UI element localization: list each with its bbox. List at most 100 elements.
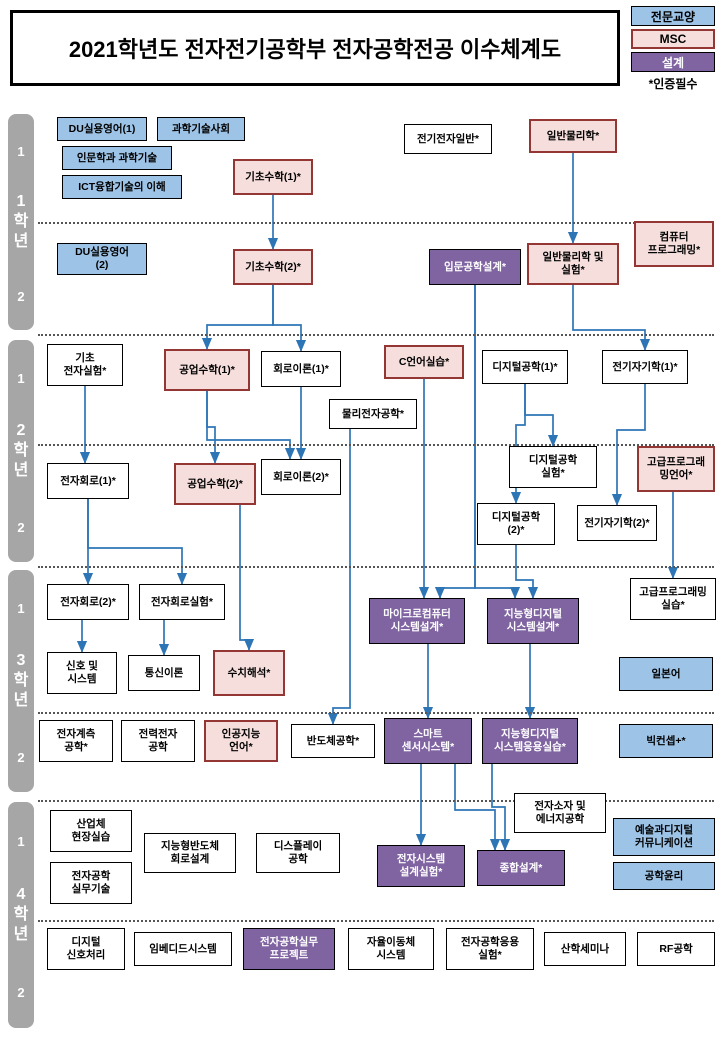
course-intel_prac: 지능형디지털 시스템응용실습* xyxy=(482,718,578,764)
course-seminar: 산학세미나 xyxy=(544,932,626,966)
course-circuit2: 회로이론(2)* xyxy=(261,459,341,495)
course-math1: 기초수학(1)* xyxy=(233,159,313,195)
course-phys_lab: 일반물리학 및 실험* xyxy=(527,243,619,285)
course-industry_intern: 산업체 현장실습 xyxy=(50,810,132,852)
course-digital_lab: 디지털공학 실험* xyxy=(509,446,597,488)
prereq-edge-digital1-digital_lab xyxy=(524,384,559,447)
course-digital1: 디지털공학(1)* xyxy=(482,350,568,384)
semester-divider xyxy=(38,222,714,224)
course-circuit1: 회로이론(1)* xyxy=(261,351,341,387)
course-comp_prog: 컴퓨터 프로그래밍* xyxy=(634,221,714,267)
page-title: 2021학년도 전자전기공학부 전자공학전공 이수체계도 xyxy=(68,37,562,62)
course-adv_prog_lang: 고급프로그래 밍언어* xyxy=(637,446,715,492)
course-emag2: 전기자기학(2)* xyxy=(577,505,657,541)
semester-1-label: 1 xyxy=(17,833,25,849)
semester-1-label: 1 xyxy=(17,601,25,617)
course-numerical: 수치해석* xyxy=(213,650,285,696)
course-intro_design: 입문공학설계* xyxy=(429,249,521,285)
course-big_concept: 빅컨셉+* xyxy=(619,724,713,758)
course-capstone: 종합설계* xyxy=(477,850,565,886)
course-intel_semi_design: 지능형반도체 회로설계 xyxy=(144,833,236,873)
course-eng_math1: 공업수학(1)* xyxy=(164,349,250,391)
legend-item-msc: MSC xyxy=(631,29,715,49)
prereq-edge-math2-eng_math1 xyxy=(201,285,274,350)
course-elec_circuit_lab: 전자회로실험* xyxy=(139,584,225,620)
course-micro_design: 마이크로컴퓨터 시스템설계* xyxy=(369,598,465,644)
course-phys_elec: 물리전자공학* xyxy=(329,399,417,429)
prereq-edge-phys_lab-emag1 xyxy=(572,285,651,351)
course-elec_circuit1: 전자회로(1)* xyxy=(47,463,129,499)
course-ee_general: 전기전자일반* xyxy=(404,124,492,154)
semester-2-label: 2 xyxy=(17,519,25,535)
course-math2: 기초수학(2)* xyxy=(233,249,313,285)
course-measure: 전자계측 공학* xyxy=(39,720,113,762)
semester-2-label: 2 xyxy=(17,985,25,1001)
course-digital2: 디지털공학 (2)* xyxy=(477,503,555,545)
semester-1-label: 1 xyxy=(17,371,25,387)
prereq-edge-smart_sensor-capstone xyxy=(454,764,501,851)
prereq-edge-intro_design-intel_design xyxy=(474,285,521,599)
course-applied_lab: 전자공학응용 실험* xyxy=(446,928,534,970)
course-display_eng: 디스플레이 공학 xyxy=(256,833,340,873)
course-comm_theory: 통신이론 xyxy=(128,655,200,691)
course-ai_lang: 인공지능 언어* xyxy=(204,720,278,762)
course-rf: RF공학 xyxy=(637,932,715,966)
course-basic_elec_lab: 기초 전자실험* xyxy=(47,344,123,386)
prereq-edge-elec_circuit1-elec_circuit_lab xyxy=(87,499,188,585)
course-semiconductor: 반도체공학* xyxy=(291,724,375,758)
prereq-edge-digital2-intel_design xyxy=(515,545,539,599)
course-smart_sensor: 스마트 센서시스템* xyxy=(384,718,472,764)
course-eng_ethics: 공학윤리 xyxy=(613,862,715,890)
prereq-edge-eng_math1-eng_math2 xyxy=(206,391,221,464)
course-ict: ICT융합기술의 이해 xyxy=(62,175,182,199)
semester-divider xyxy=(38,566,714,568)
course-autonomous: 자율이동체 시스템 xyxy=(348,928,434,970)
title-box: 2021학년도 전자전기공학부 전자공학전공 이수체계도 xyxy=(10,10,620,86)
semester-2-label: 2 xyxy=(17,288,25,304)
course-adv_prog_prac: 고급프로그래밍 실습* xyxy=(630,578,716,620)
semester-divider xyxy=(38,334,714,336)
course-elec_circuit2: 전자회로(2)* xyxy=(47,584,129,620)
course-c_lang: C언어실습* xyxy=(384,345,464,379)
prereq-edge-eng_math2-numerical xyxy=(239,505,255,651)
course-japanese: 일본어 xyxy=(619,657,713,691)
course-embedded: 임베디드시스템 xyxy=(134,932,232,966)
prereq-edge-math2-circuit1 xyxy=(272,285,307,352)
course-sys_design_lab: 전자시스템 설계실험* xyxy=(377,845,465,887)
prereq-edge-eng_math1-circuit2 xyxy=(206,391,296,460)
prereq-edge-intro_design-micro_design xyxy=(434,285,476,599)
course-power_elec: 전력전자 공학 xyxy=(121,720,195,762)
course-practical_skill: 전자공학 실무기술 xyxy=(50,862,132,904)
course-du_eng1: DU실용영어(1) xyxy=(57,117,147,141)
legend-item-general-education: 전문교양 xyxy=(631,6,715,26)
prereq-edge-intel_prac-capstone xyxy=(491,764,511,851)
legend: 전문교양 MSC 설계 *인증필수 xyxy=(631,6,715,92)
legend-note-certification-required: *인증필수 xyxy=(648,77,698,91)
semester-2-label: 2 xyxy=(17,749,25,765)
semester-divider xyxy=(38,800,714,802)
course-du_eng2: DU실용영어 (2) xyxy=(57,243,147,275)
course-signals: 신호 및 시스템 xyxy=(47,652,117,694)
course-emag1: 전기자기학(1)* xyxy=(602,350,688,384)
course-sci_soc: 과학기술사회 xyxy=(157,117,245,141)
semester-divider xyxy=(38,920,714,922)
course-dsp: 디지털 신호처리 xyxy=(47,928,125,970)
semester-divider xyxy=(38,712,714,714)
semester-1-label: 1 xyxy=(17,144,25,160)
course-phys: 일반물리학* xyxy=(529,119,617,153)
course-device_energy: 전자소자 및 에너지공학 xyxy=(514,793,606,833)
course-eng_math2: 공업수학(2)* xyxy=(174,463,256,505)
course-hum_sci: 인문학과 과학기술 xyxy=(62,146,172,170)
course-intel_design: 지능형디지털 시스템설계* xyxy=(487,598,579,644)
course-art_digital: 예술과디지털 커뮤니케이션 xyxy=(613,818,715,856)
legend-item-design: 설계 xyxy=(631,52,715,72)
semester-divider xyxy=(38,444,714,446)
